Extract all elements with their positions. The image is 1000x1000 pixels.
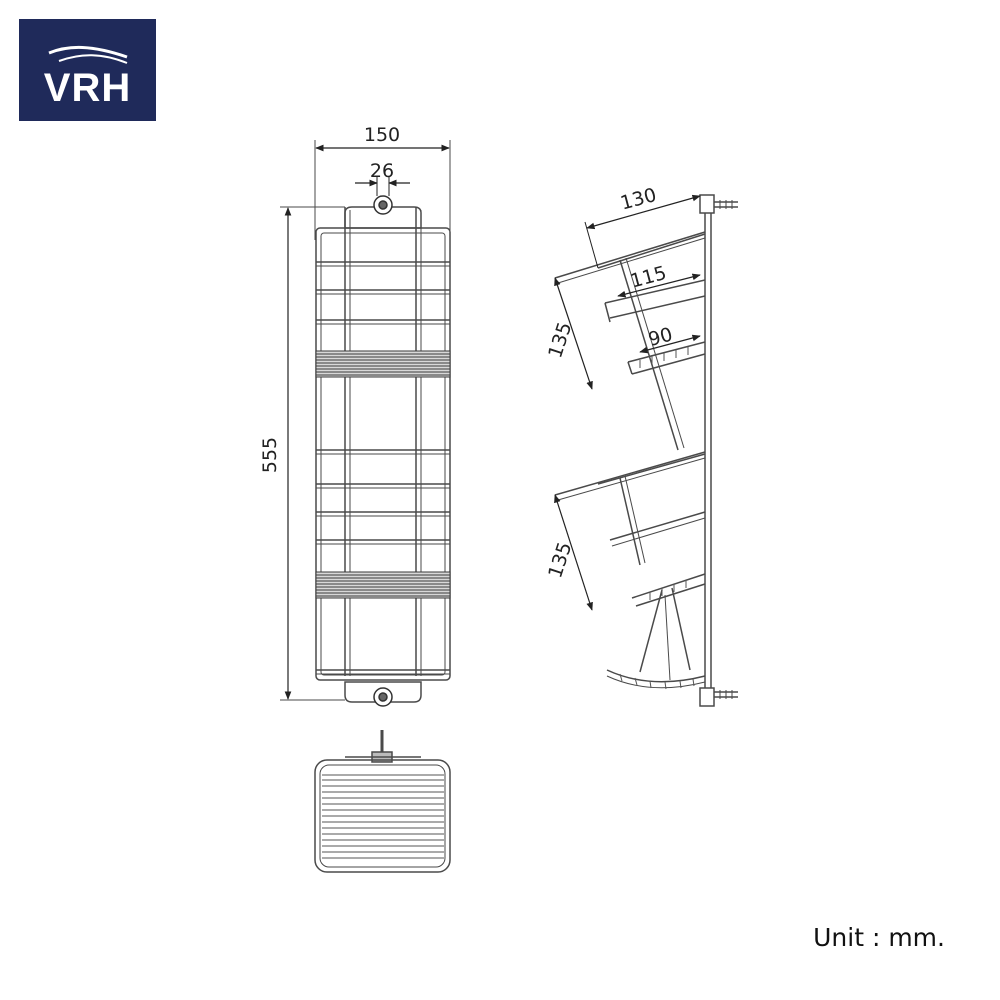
mid-depth-label: 115 xyxy=(628,262,669,293)
bottom-screw-icon xyxy=(373,687,393,707)
small-depth-label: 90 xyxy=(646,323,675,351)
side-view xyxy=(554,194,738,707)
front-view-shelf-2 xyxy=(315,571,451,599)
side-dimension-lines xyxy=(554,194,701,611)
front-view-shelf-1 xyxy=(315,350,451,378)
front-dimension-lines xyxy=(284,144,450,700)
top-view xyxy=(314,730,451,873)
front-view xyxy=(280,140,451,703)
top-view-bars xyxy=(322,774,444,859)
unit-label: Unit : mm. xyxy=(813,923,945,952)
brand-logo: VRH xyxy=(19,19,156,121)
top-screw-icon xyxy=(373,195,393,215)
upper-spacing-label: 135 xyxy=(544,320,576,361)
hook-dimension-label: 26 xyxy=(370,160,394,182)
width-dimension-label: 150 xyxy=(364,124,400,146)
height-dimension-label: 555 xyxy=(259,437,281,473)
logo-wave-icon xyxy=(48,45,128,64)
lower-spacing-label: 135 xyxy=(544,540,576,581)
logo-text: VRH xyxy=(43,66,132,110)
